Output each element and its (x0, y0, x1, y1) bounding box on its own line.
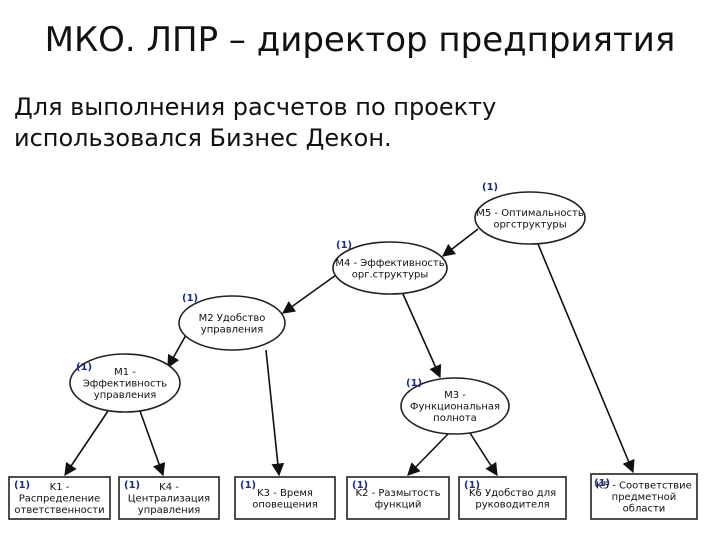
edge-m1-to-k4 (139, 410, 166, 477)
node-label-line: K6 Удобство для (469, 488, 556, 499)
node-label-line: M2 Удобство (199, 313, 266, 324)
node-label-line: функций (375, 499, 422, 510)
node-ellipse-m2 (178, 295, 286, 351)
node-label-line: орг.структуры (352, 269, 429, 280)
node-label-line: K5 - Соответствие (596, 481, 692, 492)
node-label-line: M4 - Эффективность (335, 258, 444, 269)
node-weight-k3: (1) (240, 480, 256, 491)
node-label-line: оповещения (252, 499, 317, 510)
node-label-line: управления (138, 505, 200, 516)
edge-m1-to-k1 (64, 410, 109, 477)
node-weight-k2: (1) (352, 480, 368, 491)
node-box-k5 (590, 473, 698, 520)
node-weight-m1: (1) (76, 362, 92, 373)
node-ellipse-m1 (69, 353, 181, 413)
node-label-line: M3 - (444, 390, 466, 401)
slide-title: МКО. ЛПР – директор предприятия (44, 20, 676, 60)
node-label-line: M1 - (114, 367, 136, 378)
edge-m5-to-k5 (537, 243, 635, 474)
node-label-line: полнота (433, 413, 477, 424)
body-line-1: Для выполнения расчетов по проекту (14, 93, 497, 121)
node-box-k6 (458, 476, 567, 520)
node-label-line: Централизация (128, 494, 210, 505)
node-label-line: Функциональная (410, 402, 500, 413)
node-ellipse-m4 (332, 241, 448, 295)
edge-m2-to-m1 (167, 334, 187, 369)
node-ellipse-m3 (400, 377, 510, 435)
node-label-line: K4 - (159, 482, 179, 493)
node-label-line: управления (94, 390, 156, 401)
node-label-line: M5 - Оптимальность (476, 208, 584, 219)
node-box-k3 (234, 476, 336, 520)
edge-m4-to-m3 (402, 293, 442, 379)
edge-m5-to-m4 (441, 228, 479, 257)
body-line-2: использовался Бизнес Декон. (14, 124, 392, 152)
node-box-k4 (118, 476, 220, 520)
node-label-line: руководителя (475, 499, 549, 510)
node-weight-m2: (1) (182, 293, 198, 304)
slide-body-text: Для выполнения расчетов по проекту испол… (14, 92, 704, 154)
edge-m4-to-m2 (281, 274, 337, 314)
node-weight-k5: (1) (594, 478, 610, 489)
node-label-line: K2 - Размытость (356, 488, 441, 499)
node-label-line: предметной (612, 492, 677, 503)
node-box-k1 (8, 476, 111, 520)
node-weight-m5: (1) (482, 182, 498, 193)
node-label-line: управления (201, 324, 263, 335)
node-label-line: K3 - Время (257, 488, 313, 499)
node-box-k2 (346, 476, 450, 520)
edge-m3-to-k6 (469, 432, 498, 477)
node-label-line: K1 - (50, 482, 70, 493)
node-weight-m4: (1) (336, 240, 352, 251)
node-ellipse-m5 (474, 191, 586, 245)
edge-m3-to-k2 (407, 433, 449, 476)
node-label-line: ответственности (14, 505, 104, 516)
node-label-line: Эффективность (83, 379, 167, 390)
node-label-line: оргструктуры (493, 219, 566, 230)
node-weight-m3: (1) (406, 378, 422, 389)
node-label-line: области (623, 504, 666, 515)
node-weight-k1: (1) (14, 480, 30, 491)
node-weight-k4: (1) (124, 480, 140, 491)
node-label-line: Распределение (19, 494, 101, 505)
node-weight-k6: (1) (464, 480, 480, 491)
edge-m2-to-k3 (265, 349, 285, 477)
